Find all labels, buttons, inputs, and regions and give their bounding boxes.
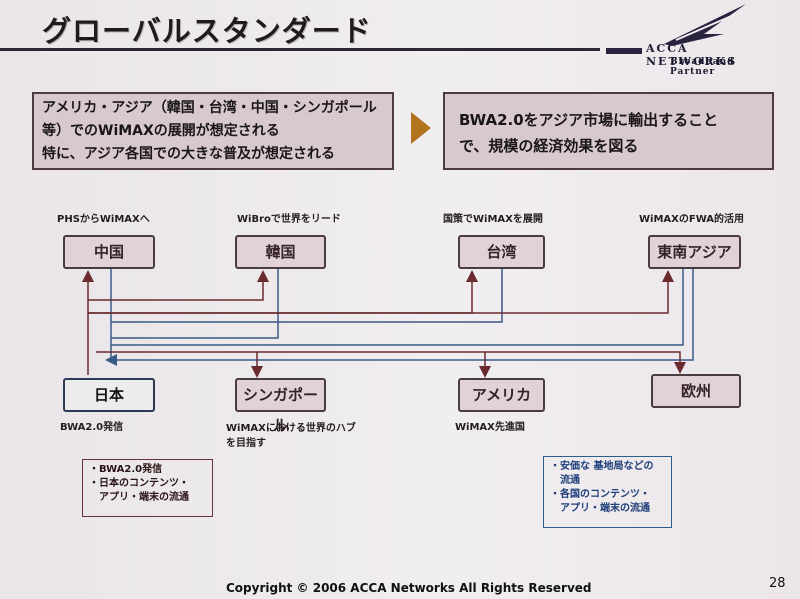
bullet-item: ・BWA2.0発信 xyxy=(89,464,163,475)
asia-bullets: ・安価な 基地局などの 流通 ・各国のコンテンツ・ アプリ・端末の流通 xyxy=(543,456,672,528)
node-europe: 欧州 xyxy=(651,374,741,408)
logo-swoosh-icon xyxy=(664,4,746,46)
korea-note: WiBroで世界をリード xyxy=(237,214,341,225)
title-rule xyxy=(0,48,600,51)
bullet-item: アプリ・端末の流通 xyxy=(550,503,650,514)
node-taiwan: 台湾 xyxy=(458,235,545,269)
slide-title: グローバルスタンダード xyxy=(42,14,372,48)
china-note: PHSからWiMAXへ xyxy=(57,214,150,225)
logo-subtitle: Broadband Partner xyxy=(670,57,735,77)
sea-note: WiMAXのFWA的活用 xyxy=(639,214,745,225)
node-singapore: シンガポール xyxy=(235,378,326,434)
taiwan-note: 国策でWiMAXを展開 xyxy=(443,214,543,225)
bullet-item: 流通 xyxy=(550,475,580,486)
node-japan: 日本 xyxy=(63,378,155,412)
node-korea: 韓国 xyxy=(235,235,326,269)
america-note: WiMAX先進国 xyxy=(455,422,525,433)
singapore-note-2: を目指す xyxy=(226,438,266,449)
acca-logo: ACCA NETWORKS Broadband Partner xyxy=(606,0,776,78)
conclusion-box: BWA2.0をアジア市場に輸出すること で、規模の経済効果を図る xyxy=(443,92,774,170)
conclusion-line-2: で、規模の経済効果を図る xyxy=(459,137,639,155)
premise-line-1: アメリカ・アジア（韓国・台湾・中国・シンガポール xyxy=(42,100,377,116)
right-arrow-icon xyxy=(411,112,431,144)
copyright: Copyright © 2006 ACCA Networks All Right… xyxy=(226,581,592,595)
bullet-item: アプリ・端末の流通 xyxy=(89,492,189,503)
bullet-item: ・安価な 基地局などの xyxy=(550,461,654,472)
page-number: 28 xyxy=(769,576,786,591)
premise-line-3: 特に、アジア各国での大きな普及が想定される xyxy=(42,146,336,162)
bullet-item: ・日本のコンテンツ・ xyxy=(89,478,189,489)
logo-bar xyxy=(606,48,642,54)
conclusion-line-1: BWA2.0をアジア市場に輸出すること xyxy=(459,111,719,129)
logo-name: ACCA NETWORKS xyxy=(646,42,738,68)
singapore-note-1: WiMAXにおける世界のハブ xyxy=(226,423,356,434)
premise-box: アメリカ・アジア（韓国・台湾・中国・シンガポール 等）でのWiMAXの展開が想定… xyxy=(32,92,394,170)
japan-note: BWA2.0発信 xyxy=(60,422,124,433)
japan-bullets: ・BWA2.0発信 ・日本のコンテンツ・ アプリ・端末の流通 xyxy=(82,459,213,517)
premise-line-2: 等）でのWiMAXの展開が想定される xyxy=(42,123,280,139)
node-america: アメリカ xyxy=(458,378,545,412)
node-china: 中国 xyxy=(63,235,155,269)
bullet-item: ・各国のコンテンツ・ xyxy=(550,489,650,500)
node-southeast-asia: 東南アジア xyxy=(648,235,741,269)
